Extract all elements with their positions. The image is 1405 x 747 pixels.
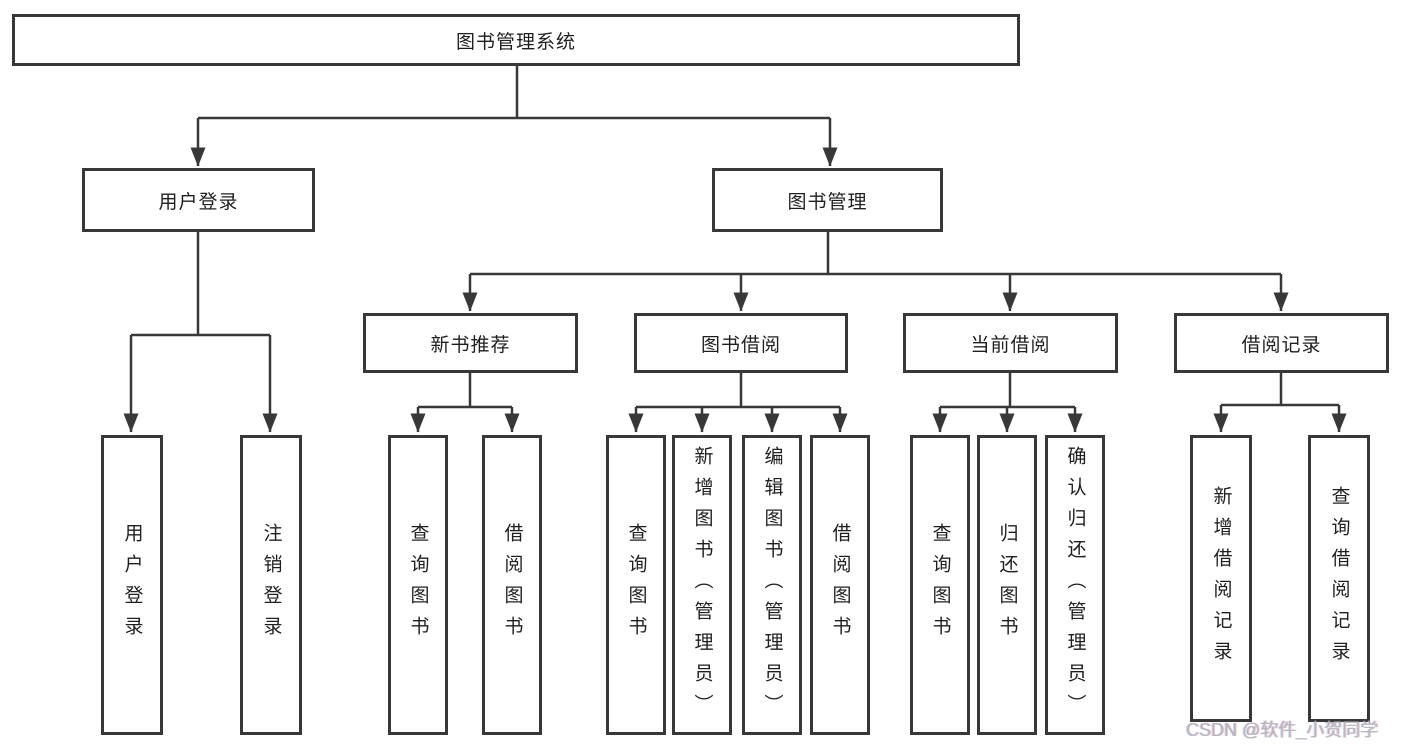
leaf-label: 新增图书（管理员） [691, 445, 713, 725]
leaf-label: 新增借阅记录 [1210, 485, 1232, 672]
node-current-borrowing: 当前借阅 [903, 313, 1118, 373]
node-user-login: 用户登录 [82, 168, 315, 232]
node-borrowing-records: 借阅记录 [1174, 313, 1389, 373]
leaf-query-books-recommend: 查询图书 [388, 435, 448, 735]
node-label: 图书管理系统 [455, 31, 576, 53]
node-label: 借阅记录 [1241, 334, 1322, 356]
leaf-return-books: 归还图书 [977, 435, 1037, 735]
leaf-query-books-current: 查询图书 [910, 435, 970, 735]
leaf-label: 查询图书 [625, 523, 647, 647]
node-book-borrowing: 图书借阅 [634, 313, 848, 373]
leaf-label: 查询图书 [407, 523, 429, 647]
leaf-query-books-borrow: 查询图书 [606, 435, 666, 735]
connector-arrows [123, 118, 1347, 433]
leaf-add-borrow-record: 新增借阅记录 [1190, 435, 1252, 722]
watermark: CSDN @软件_小贺同学 [1186, 720, 1379, 740]
leaf-label: 借阅图书 [829, 523, 851, 647]
node-label: 新书推荐 [430, 334, 511, 356]
node-new-book-recommendation: 新书推荐 [363, 313, 578, 373]
leaf-edit-book-admin: 编辑图书（管理员） [742, 435, 802, 735]
leaf-label: 确认归还（管理员） [1064, 445, 1086, 725]
leaf-borrow-books-recommend: 借阅图书 [482, 435, 542, 735]
node-label: 图书借阅 [700, 334, 781, 356]
leaf-query-borrow-record: 查询借阅记录 [1308, 435, 1370, 722]
leaf-label: 借阅图书 [501, 523, 523, 647]
leaf-borrow-books: 借阅图书 [810, 435, 870, 735]
leaf-logout: 注销登录 [240, 435, 302, 735]
leaf-label: 查询借阅记录 [1328, 485, 1350, 672]
leaf-label: 编辑图书（管理员） [761, 445, 783, 725]
leaf-add-book-admin: 新增图书（管理员） [672, 435, 732, 735]
leaf-label: 归还图书 [996, 523, 1018, 647]
leaf-label: 查询图书 [929, 523, 951, 647]
leaf-label: 注销登录 [260, 523, 282, 647]
node-label: 用户登录 [158, 191, 239, 213]
leaf-label: 用户登录 [121, 523, 143, 647]
node-library-system: 图书管理系统 [12, 14, 1020, 66]
leaf-user-login: 用户登录 [101, 435, 163, 735]
leaf-confirm-return-admin: 确认归还（管理员） [1045, 435, 1105, 735]
node-label: 当前借阅 [970, 334, 1051, 356]
node-label: 图书管理 [787, 191, 868, 213]
node-book-management: 图书管理 [712, 168, 943, 232]
